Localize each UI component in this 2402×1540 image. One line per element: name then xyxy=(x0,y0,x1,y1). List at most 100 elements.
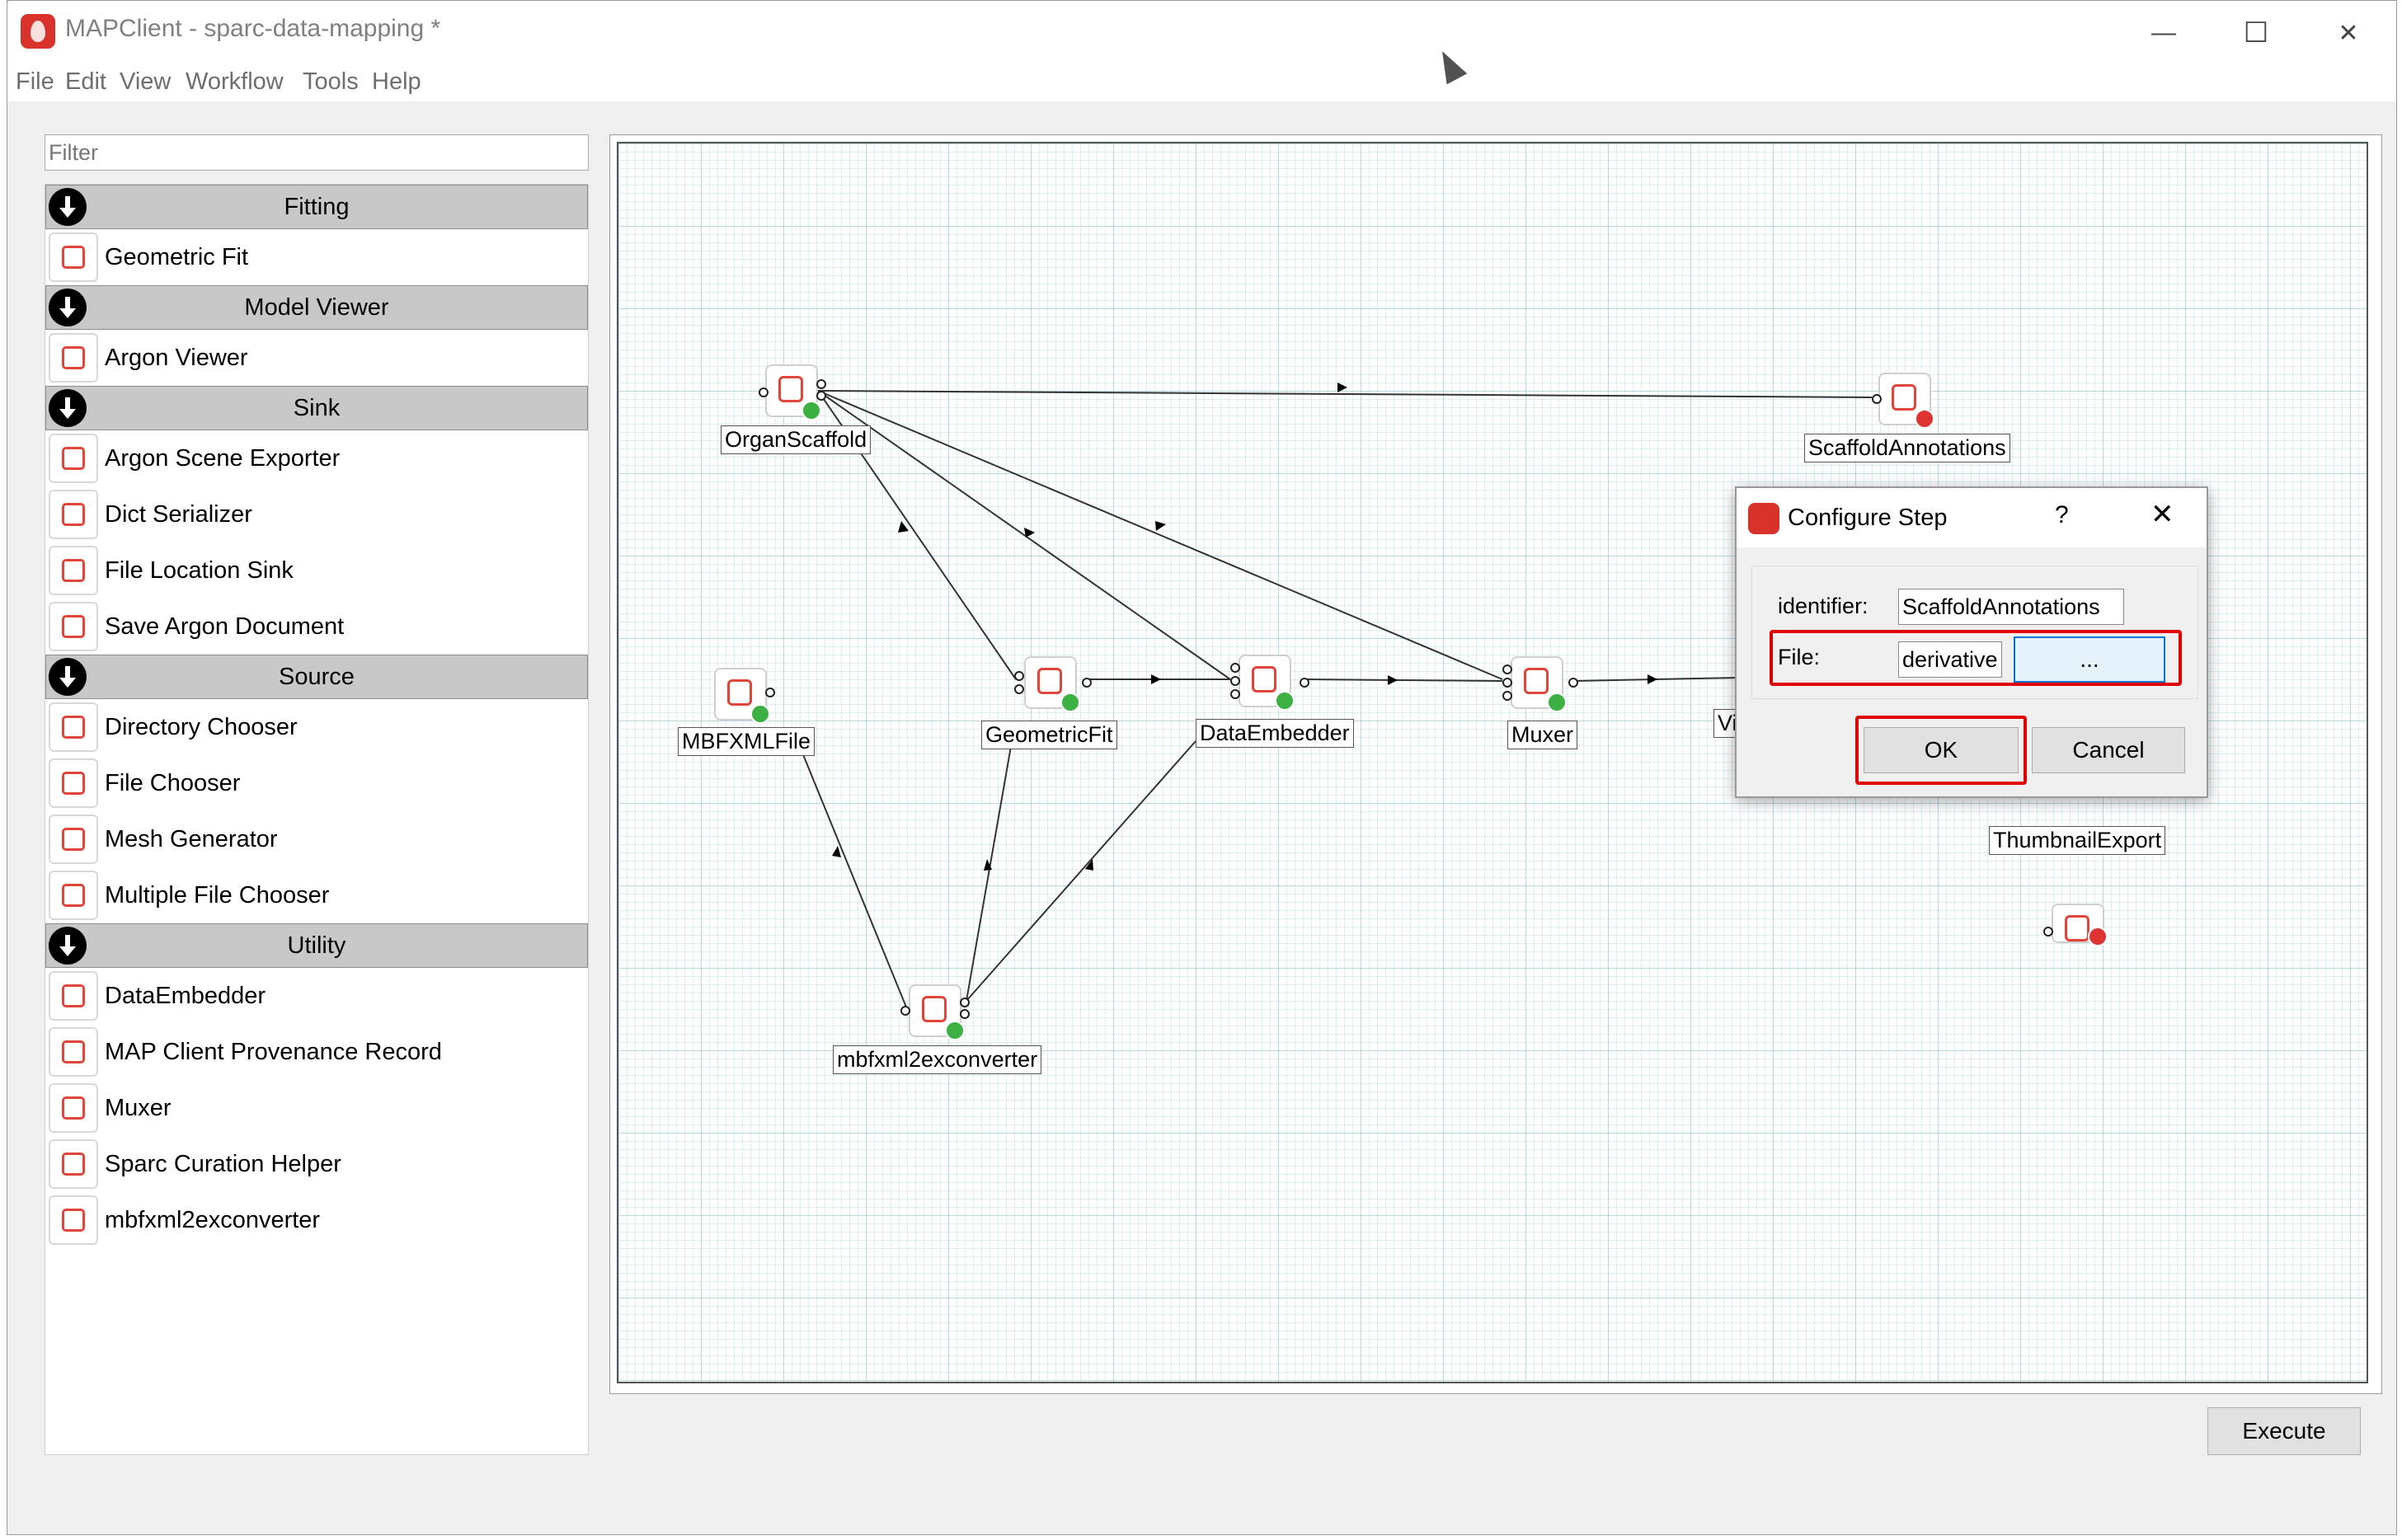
node-organ-scaffold[interactable] xyxy=(765,364,821,420)
node-geometric-fit[interactable] xyxy=(1024,656,1080,712)
input-port[interactable] xyxy=(1502,691,1512,701)
step-label: Dict Serializer xyxy=(105,500,252,528)
browse-file-button[interactable]: ... xyxy=(2014,636,2165,683)
step-file-chooser[interactable]: File Chooser xyxy=(45,755,588,811)
input-port[interactable] xyxy=(1230,689,1240,699)
window-title: MAPClient - sparc-data-mapping * xyxy=(65,15,441,42)
input-port[interactable] xyxy=(900,1006,910,1016)
step-label: Multiple File Chooser xyxy=(105,881,330,909)
status-ok-icon xyxy=(750,704,770,724)
output-port[interactable] xyxy=(1568,678,1578,688)
file-path-input[interactable] xyxy=(1898,641,2002,678)
link-dataembedder-to-muxer xyxy=(1302,678,1503,682)
sink-step-icon xyxy=(49,490,98,539)
node-mbfxml2exconverter[interactable] xyxy=(909,984,965,1040)
status-ok-icon xyxy=(1060,693,1080,712)
output-port[interactable] xyxy=(960,998,970,1007)
minimize-button[interactable]: — xyxy=(2151,19,2176,46)
output-port[interactable] xyxy=(1300,678,1309,688)
step-dict-serializer[interactable]: Dict Serializer xyxy=(45,486,588,542)
category-label: Fitting xyxy=(284,193,350,220)
arrow-head xyxy=(1085,859,1093,871)
source-step-icon xyxy=(49,871,98,920)
node-mbfxml-file[interactable] xyxy=(714,668,770,724)
collapse-arrow-icon[interactable] xyxy=(49,188,87,226)
step-mbfxml2exconverter[interactable]: mbfxml2exconverter xyxy=(45,1192,588,1248)
node-thumbnail-export[interactable] xyxy=(2052,904,2108,946)
arrow-head xyxy=(1151,674,1161,684)
category-label: Utility xyxy=(287,932,346,959)
output-port[interactable] xyxy=(765,688,775,697)
workflow-connections xyxy=(792,383,1873,1010)
node-label-muxer: Muxer xyxy=(1507,721,1578,749)
node-muxer[interactable] xyxy=(1511,656,1567,712)
dialog-close-button[interactable]: ✕ xyxy=(2151,499,2174,530)
menu-workflow[interactable]: Workflow xyxy=(186,68,284,95)
step-file-location-sink[interactable]: File Location Sink xyxy=(45,542,588,599)
step-sparc-curation-helper[interactable]: Sparc Curation Helper xyxy=(45,1136,588,1192)
menu-help[interactable]: Help xyxy=(372,68,421,95)
category-label: Source xyxy=(279,663,355,690)
category-model-viewer[interactable]: Model Viewer xyxy=(45,285,588,330)
mesh-step-icon xyxy=(49,815,98,864)
maximize-button[interactable]: ☐ xyxy=(2243,17,2269,49)
category-sink[interactable]: Sink xyxy=(45,386,588,430)
step-argon-viewer[interactable]: Argon Viewer xyxy=(45,330,588,386)
step-filter-input[interactable] xyxy=(45,134,589,171)
source-step-icon xyxy=(49,758,98,808)
menu-edit[interactable]: Edit xyxy=(65,68,106,95)
category-label: Model Viewer xyxy=(244,293,389,321)
collapse-arrow-icon[interactable] xyxy=(49,289,87,326)
input-port[interactable] xyxy=(1014,671,1024,681)
collapse-arrow-icon[interactable] xyxy=(49,658,87,696)
output-port[interactable] xyxy=(816,391,826,401)
input-port[interactable] xyxy=(1872,394,1882,404)
input-port[interactable] xyxy=(2043,927,2053,937)
cancel-button[interactable]: Cancel xyxy=(2032,727,2185,773)
input-port[interactable] xyxy=(1230,676,1240,686)
ok-button[interactable]: OK xyxy=(1864,727,2019,773)
output-port[interactable] xyxy=(1082,678,1092,688)
input-port[interactable] xyxy=(1230,663,1240,673)
step-data-embedder[interactable]: DataEmbedder xyxy=(45,968,588,1024)
main-window: MAPClient - sparc-data-mapping * — ☐ ✕ F… xyxy=(7,0,2397,1535)
identifier-input[interactable] xyxy=(1898,589,2124,625)
collapse-arrow-icon[interactable] xyxy=(49,389,87,427)
category-source[interactable]: Source xyxy=(45,655,588,699)
close-window-button[interactable]: ✕ xyxy=(2338,19,2359,47)
dialog-title-bar[interactable]: Configure Step ? ✕ xyxy=(1737,488,2207,547)
workflow-canvas[interactable]: OrganScaffold ScaffoldAnnotations MBFXML… xyxy=(617,142,2368,1383)
menu-file[interactable]: File xyxy=(16,68,54,95)
step-label: Muxer xyxy=(105,1094,172,1121)
wrench-step-icon xyxy=(49,1027,98,1077)
category-fitting[interactable]: Fitting xyxy=(45,185,588,229)
step-directory-chooser[interactable]: Directory Chooser xyxy=(45,699,588,755)
step-argon-scene-exporter[interactable]: Argon Scene Exporter xyxy=(45,430,588,486)
dialog-title: Configure Step xyxy=(1788,505,1948,531)
category-utility[interactable]: Utility xyxy=(45,923,588,968)
title-bar[interactable]: MAPClient - sparc-data-mapping * — ☐ ✕ xyxy=(7,1,2396,65)
node-label-organ-scaffold: OrganScaffold xyxy=(721,425,872,454)
step-save-argon-document[interactable]: Save Argon Document xyxy=(45,599,588,655)
step-geometric-fit[interactable]: Geometric Fit xyxy=(45,229,588,285)
step-muxer[interactable]: Muxer xyxy=(45,1080,588,1136)
output-port[interactable] xyxy=(960,1009,970,1019)
step-provenance-record[interactable]: MAP Client Provenance Record xyxy=(45,1024,588,1080)
input-port[interactable] xyxy=(759,387,769,397)
input-port[interactable] xyxy=(1014,684,1024,694)
source-step-icon xyxy=(49,702,98,752)
node-scaffold-annotations[interactable] xyxy=(1878,373,1934,429)
node-data-embedder[interactable] xyxy=(1239,655,1295,711)
output-port[interactable] xyxy=(816,379,826,389)
help-button[interactable]: ? xyxy=(2055,501,2069,528)
sink-step-icon xyxy=(49,434,98,483)
step-multiple-file-chooser[interactable]: Multiple File Chooser xyxy=(45,867,588,923)
collapse-arrow-icon[interactable] xyxy=(49,927,87,965)
input-port[interactable] xyxy=(1502,678,1512,688)
menu-tools[interactable]: Tools xyxy=(303,68,359,95)
execute-button[interactable]: Execute xyxy=(2207,1407,2361,1455)
configure-step-dialog: Configure Step ? ✕ identifier: File: ...… xyxy=(1735,486,2208,798)
input-port[interactable] xyxy=(1502,664,1512,674)
menu-view[interactable]: View xyxy=(120,68,172,95)
step-mesh-generator[interactable]: Mesh Generator xyxy=(45,811,588,867)
